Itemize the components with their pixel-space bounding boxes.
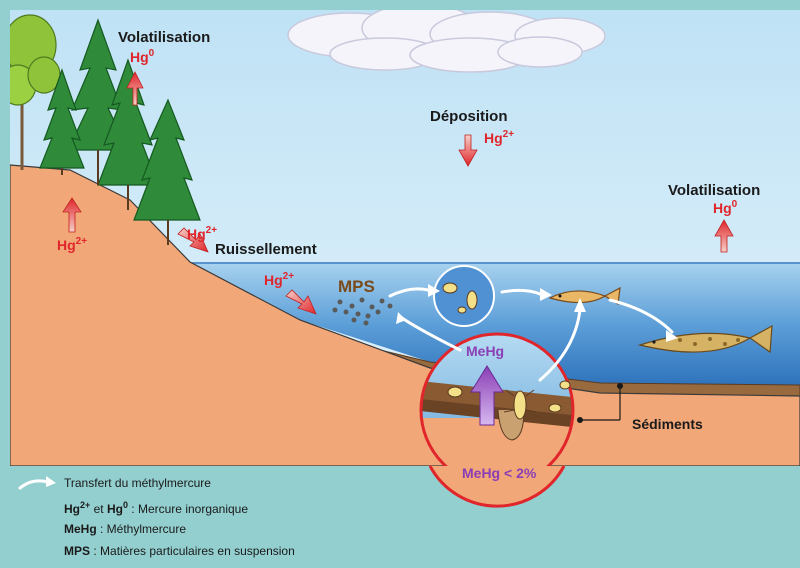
legend-transfer: Transfert du méthylmercure xyxy=(64,476,211,490)
legend-mehg: MeHg : Méthylmercure xyxy=(64,522,187,536)
mps-particles xyxy=(332,297,393,326)
hg2-up-arrow xyxy=(62,197,82,233)
plankton-bubble xyxy=(433,265,495,327)
volatilisation-right-arrow xyxy=(714,219,734,253)
legend-mps: MPS : Matières particulaires en suspensi… xyxy=(64,544,295,558)
volatilisation-left-arrow xyxy=(126,71,144,106)
forest xyxy=(10,14,201,245)
water-hg2-arrow xyxy=(285,289,317,315)
mehg-percent-label: MeHg < 2% xyxy=(462,463,537,479)
ruissellement-label: Ruissellement xyxy=(215,241,317,258)
mps-label: MPS xyxy=(338,277,375,296)
zooplankton-icon xyxy=(447,380,571,413)
legend: Transfert du méthylmercure Hg2+ et Hg0 :… xyxy=(0,466,800,568)
mehg-label: MeHg xyxy=(466,343,504,359)
lake-water xyxy=(190,262,800,385)
volatilisation-left-label: Volatilisation xyxy=(118,29,210,46)
hg2-water-label: Hg2+ xyxy=(264,271,294,288)
scene: Volatilisation Hg0 Déposition Hg2+ Volat… xyxy=(10,10,800,479)
legend-hg: Hg2+ et Hg0 : Mercure inorganique xyxy=(64,500,249,516)
deposition-arrow xyxy=(458,134,478,167)
methylmercury-transfer-arrows xyxy=(388,287,674,382)
transfer-arrow-icon xyxy=(18,476,56,490)
larva-icon xyxy=(503,389,537,420)
transfer-arrowheads xyxy=(396,284,678,342)
deposition-label: Déposition xyxy=(430,108,508,125)
runoff-arrow xyxy=(177,227,209,253)
mehg-percent-label-2: MeHg < 2% xyxy=(462,465,537,481)
hg2-land-label: Hg2+ xyxy=(57,236,87,253)
hg2-runoff-label: Hg2+ xyxy=(187,225,217,242)
hg0-right-label: Hg0 xyxy=(713,199,738,216)
mehg-purple-arrow xyxy=(470,365,504,426)
volatilisation-right-label: Volatilisation xyxy=(668,182,760,199)
sediments-label: Sédiments xyxy=(632,416,703,432)
hg2-deposition-label: Hg2+ xyxy=(484,129,514,146)
magnifier-bottom-arc xyxy=(428,465,566,508)
hg0-left-label: Hg0 xyxy=(130,48,155,65)
ground xyxy=(10,164,800,466)
cloud xyxy=(287,10,606,73)
